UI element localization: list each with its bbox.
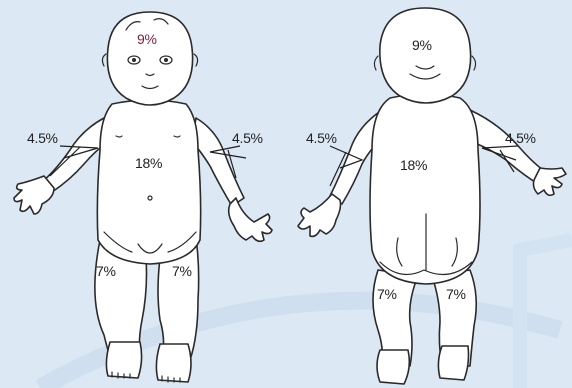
back-torso bbox=[370, 94, 480, 284]
front-head-label: 9% bbox=[137, 32, 157, 46]
front-left-hand bbox=[14, 176, 54, 214]
back-head bbox=[380, 8, 471, 103]
back-right-hand bbox=[534, 168, 567, 195]
front-right-arm-label: 4.5% bbox=[232, 131, 263, 145]
back-left-hand bbox=[298, 194, 341, 236]
back-right-leg-label: 7% bbox=[446, 287, 466, 301]
front-left-arm-label: 4.5% bbox=[27, 131, 58, 145]
back-left-arm-label: 4.5% bbox=[306, 131, 337, 145]
front-right-leg-label: 7% bbox=[172, 264, 192, 278]
front-head bbox=[107, 12, 192, 105]
back-left-leg-label: 7% bbox=[377, 287, 397, 301]
front-left-leg-label: 7% bbox=[96, 264, 116, 278]
back-right-foot bbox=[438, 346, 468, 380]
front-trunk-label: 18% bbox=[135, 156, 162, 170]
back-right-arm-label: 4.5% bbox=[505, 131, 536, 145]
front-infant-figure bbox=[14, 12, 272, 382]
back-head-label: 9% bbox=[412, 38, 432, 52]
front-right-hand bbox=[229, 198, 272, 241]
back-trunk-label: 18% bbox=[400, 158, 427, 172]
back-left-foot bbox=[377, 350, 409, 384]
